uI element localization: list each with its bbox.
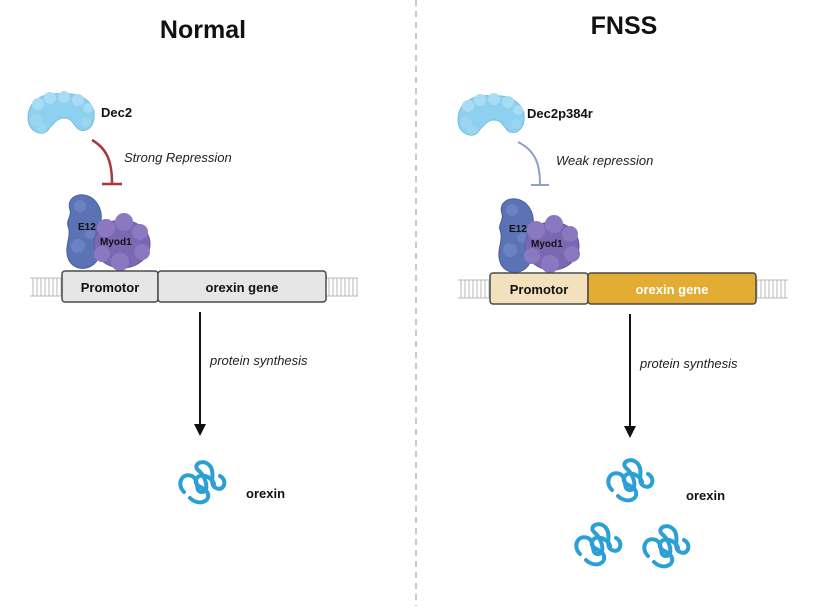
synthesis-arrowhead <box>194 424 206 436</box>
gene-box <box>157 270 327 303</box>
orexin-peptide-icon <box>178 460 227 505</box>
gene-label: orexin gene <box>636 282 709 297</box>
product-label: orexin <box>246 486 285 501</box>
synthesis-arrowhead <box>624 426 636 438</box>
orexin-peptide-icon <box>574 522 623 567</box>
product-label: orexin <box>686 488 725 503</box>
repression-arrow <box>517 141 541 185</box>
gene-box <box>587 272 757 305</box>
repressor-label: Dec2 <box>101 105 132 120</box>
panel-title: Normal <box>160 16 246 44</box>
repressor-protein-icon <box>27 90 95 134</box>
myod1-label: Myod1 <box>531 239 563 250</box>
synthesis-label: protein synthesis <box>209 353 308 368</box>
panel-fnss: FNSS Dec2p384r Weak repression E12 Myod1 <box>457 12 788 569</box>
repression-label: Strong Repression <box>124 150 232 165</box>
e12-protein-icon <box>66 194 102 269</box>
e12-label: E12 <box>509 224 527 235</box>
myod1-protein-icon <box>93 213 151 271</box>
panel-title: FNSS <box>591 12 658 40</box>
panel-normal: Normal Dec2 Strong Repression E12 Myod1 <box>27 16 358 505</box>
e12-label: E12 <box>78 222 96 233</box>
promotor-label: Promotor <box>81 280 140 295</box>
repression-arrow <box>91 138 114 184</box>
repression-label: Weak repression <box>556 153 653 168</box>
promotor-label: Promotor <box>510 282 569 297</box>
orexin-peptide-icon <box>606 458 655 503</box>
myod1-protein-icon <box>524 215 580 273</box>
orexin-peptide-icon <box>642 524 691 569</box>
repressor-label: Dec2p384r <box>527 106 593 121</box>
synthesis-label: protein synthesis <box>639 356 738 371</box>
myod1-label: Myod1 <box>100 237 132 248</box>
repressor-protein-icon <box>457 92 525 136</box>
gene-label: orexin gene <box>206 280 279 295</box>
